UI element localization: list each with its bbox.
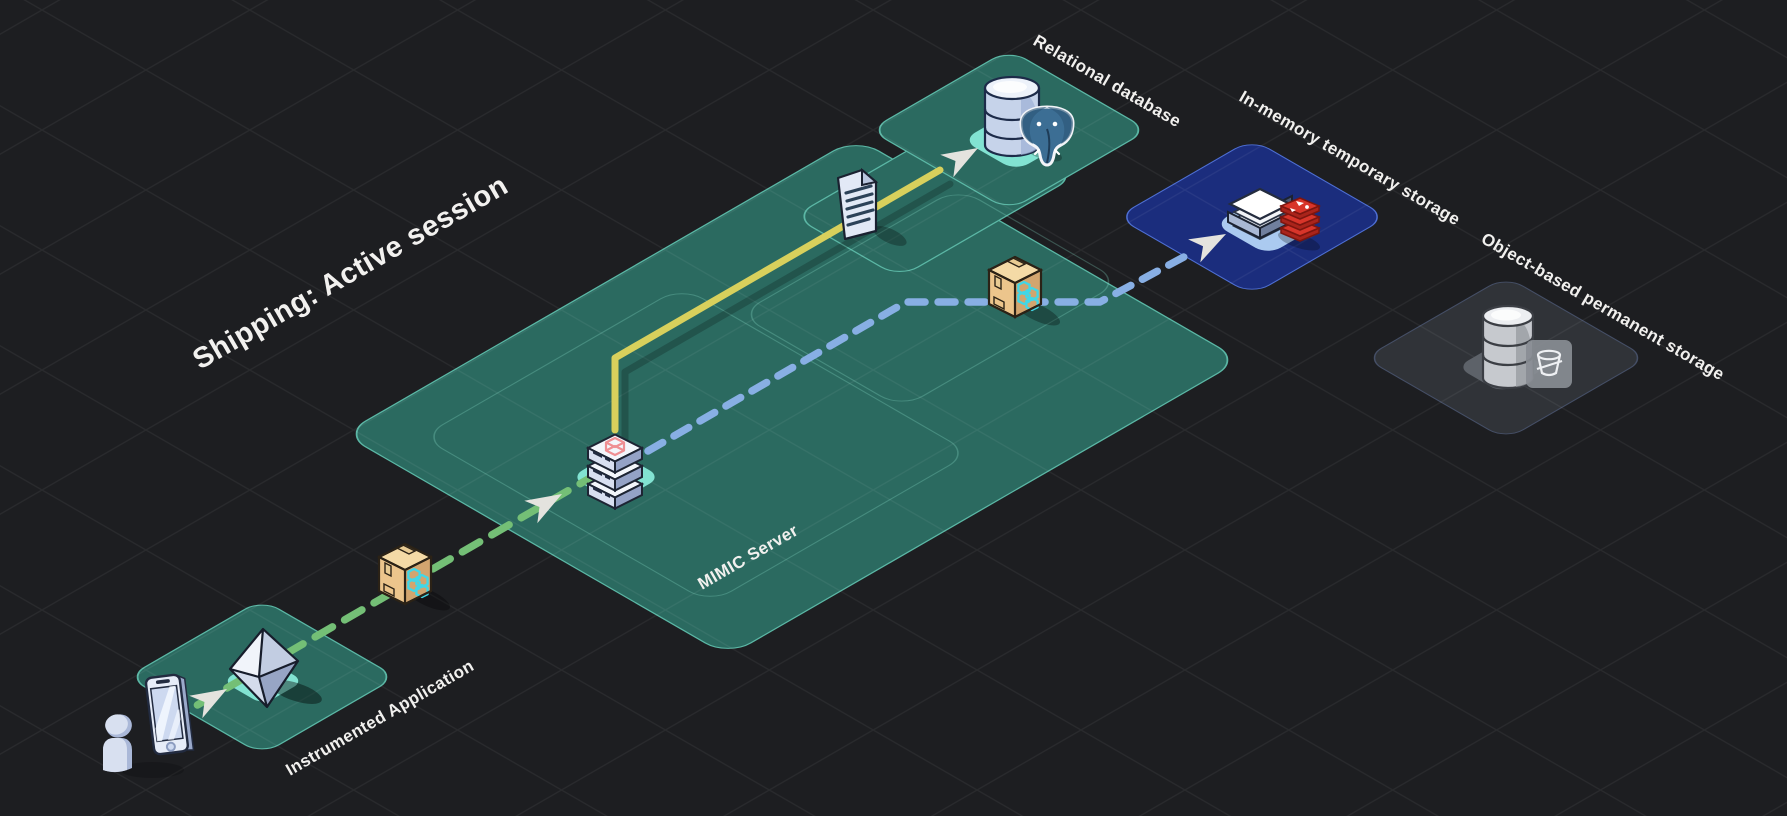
package-icon[interactable] xyxy=(987,255,1043,319)
server-icon[interactable] xyxy=(587,433,643,510)
user-icon[interactable] xyxy=(102,711,134,773)
flow-server-to-relational-db[interactable] xyxy=(611,166,944,434)
package-icon[interactable] xyxy=(377,542,433,606)
flow-app-to-server[interactable] xyxy=(164,470,601,726)
flow-yellow-shadow xyxy=(621,180,954,448)
bucket-icon xyxy=(1526,340,1572,388)
database-gray-icon[interactable] xyxy=(1481,304,1572,390)
prism-icon[interactable] xyxy=(228,627,300,709)
document-icon[interactable] xyxy=(836,167,879,241)
layer-stack-icon[interactable] xyxy=(1227,187,1321,242)
smartphone-icon[interactable] xyxy=(144,673,195,756)
postgresql-icon xyxy=(1019,105,1075,167)
mimic-logo-icon xyxy=(604,436,626,457)
database-icon[interactable] xyxy=(983,75,1075,167)
redis-icon xyxy=(1279,197,1321,242)
